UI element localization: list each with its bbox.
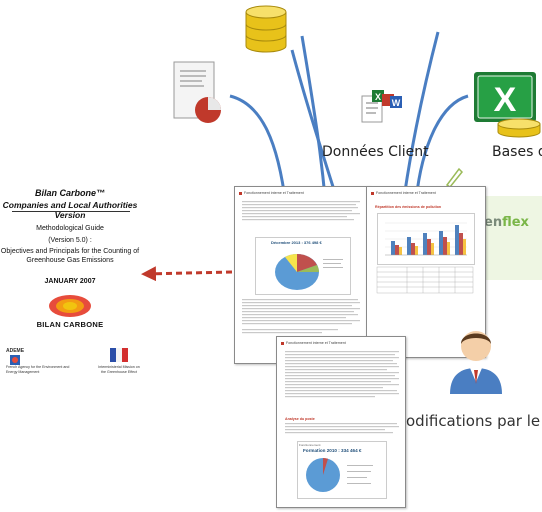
report-page-3: Fonctionnement interne et Traitement Ana… xyxy=(276,336,406,508)
guide-description: Objectives and Principals for the Counti… xyxy=(0,248,140,264)
excel-icon: X xyxy=(474,72,536,122)
svg-text:X: X xyxy=(494,81,517,119)
report-bar-chart xyxy=(385,222,467,256)
guide-version: (Version 5.0) : xyxy=(48,237,92,244)
logo-text: BILAN CARBONE xyxy=(36,320,104,329)
report-pie-chart xyxy=(275,254,343,290)
page-text-block xyxy=(242,299,360,334)
pencil-icon xyxy=(445,167,464,189)
mies-caption: Interministerial Mission on the Greenhou… xyxy=(98,365,140,374)
ademe-caption: French Agency for the Environment and En… xyxy=(6,365,70,374)
databases-label: Bases de xyxy=(492,144,542,160)
page-text-block xyxy=(285,423,399,434)
republic-emblem-icon xyxy=(110,348,128,362)
guide-subtitle: Companies and Local Authorities Version xyxy=(2,200,138,220)
guide-doc-type: Methodological Guide xyxy=(36,225,104,232)
brand-text: enflex xyxy=(484,215,529,230)
office-files-icon: X W xyxy=(361,90,402,123)
page-chart-title: Formation 2010 : 334 464 € xyxy=(303,448,362,453)
report-page-2: Fonctionnement interne et Traitement Rép… xyxy=(366,186,486,358)
report-data-table xyxy=(376,266,474,294)
page-chart-heading: Répartition des émissions de pollution xyxy=(375,205,442,209)
client-data-label: Données Client xyxy=(322,144,429,160)
report-pie-chart xyxy=(306,458,373,492)
arrow-page-to-guide xyxy=(141,266,233,282)
page-header: Fonctionnement interne et Traitement xyxy=(281,341,346,345)
svg-text:X: X xyxy=(375,92,381,102)
page-header: Fonctionnement interne et Traitement xyxy=(239,191,304,195)
page-text-block xyxy=(242,201,360,221)
ademe-logo: ADEME xyxy=(6,348,25,354)
database-small-icon xyxy=(497,118,541,138)
report-page-1: Fonctionnement interne et Traitement Déc… xyxy=(234,186,370,364)
arrow-report-to-page xyxy=(229,94,292,209)
page-chart-title: Décembre 2013 : 376 498 € xyxy=(271,240,322,245)
bilan-carbone-logo-icon xyxy=(49,295,91,317)
report-document-icon xyxy=(173,61,221,123)
guide-cover: Bilan Carbone™ Companies and Local Autho… xyxy=(0,180,140,420)
page-header: Fonctionnement interne et Traitement xyxy=(371,191,436,195)
database-icon xyxy=(245,5,287,53)
page-section-heading: Analyse du poste xyxy=(285,417,315,421)
svg-text:W: W xyxy=(392,98,401,108)
ademe-emblem-icon xyxy=(10,355,20,365)
modifications-label: odifications par le xyxy=(406,412,541,430)
page-text-block xyxy=(285,351,399,398)
guide-date: JANUARY 2007 xyxy=(44,278,96,285)
arrow-excel-to-page xyxy=(409,94,469,203)
guide-title: Bilan Carbone™ xyxy=(34,188,105,198)
user-icon xyxy=(450,331,502,394)
brand-panel xyxy=(476,196,542,280)
page-chart-caption: Fonctionnement xyxy=(299,443,321,447)
